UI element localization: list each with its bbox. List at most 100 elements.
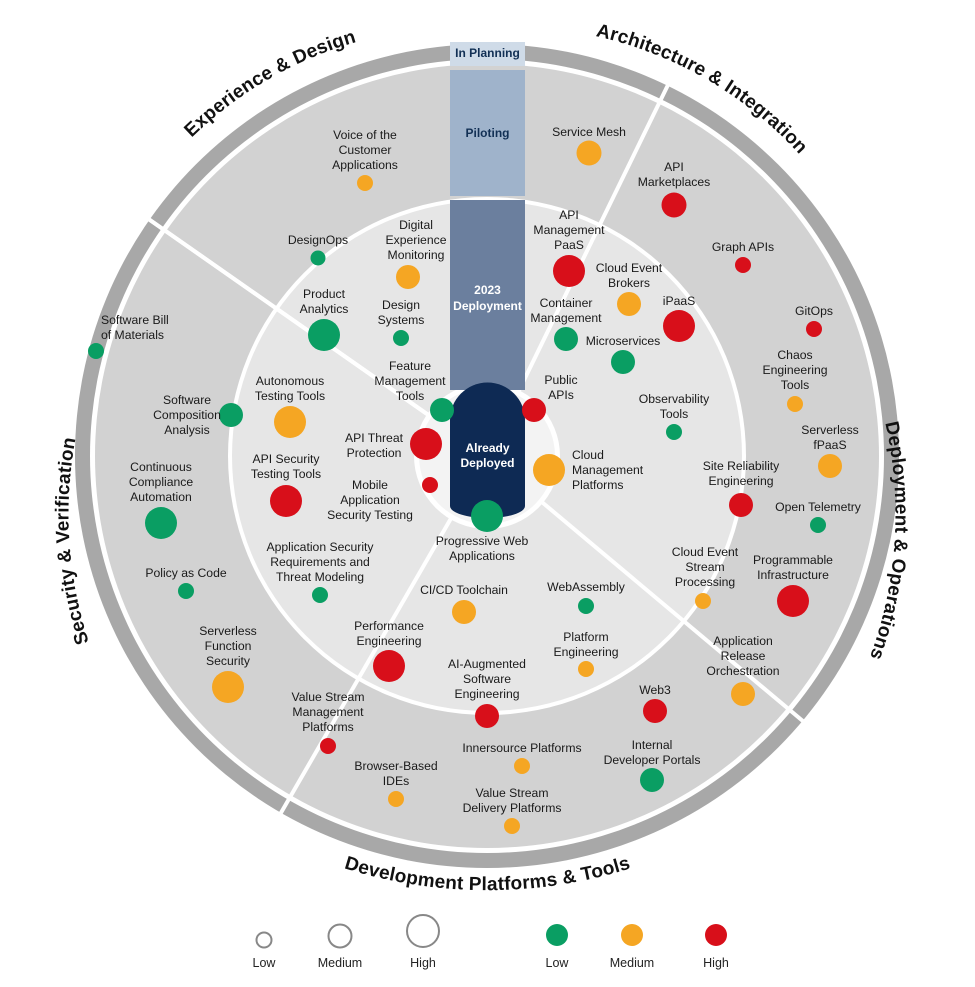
blip-platform-engineering	[578, 661, 594, 677]
blip-innersource-platforms	[514, 758, 530, 774]
label-line: Feature	[389, 359, 431, 373]
legend-mass-low-marker	[255, 931, 273, 949]
legend-mass-high: High	[410, 956, 436, 970]
blip-progressive-web-applications	[471, 500, 503, 532]
label-line: Brokers	[608, 276, 650, 290]
blip-feature-management-tools	[430, 398, 454, 422]
label-line: Microservices	[586, 334, 661, 348]
label-line: Continuous	[130, 460, 192, 474]
segment-divider	[145, 216, 431, 418]
label-line: Release	[721, 649, 766, 663]
label-line: Analysis	[164, 423, 209, 437]
segment-divider	[539, 499, 807, 725]
label-line: WebAssembly	[547, 580, 626, 594]
label-line: Internal	[632, 738, 673, 752]
label-line: Engineering	[708, 474, 773, 488]
label-line: Graph APIs	[712, 240, 774, 254]
label-line: Software Bill	[101, 313, 169, 327]
label-line: Cloud	[572, 448, 604, 462]
center-deployed	[450, 382, 525, 518]
label-line: Security Testing	[327, 508, 413, 522]
blip-digital-experience-monitoring	[396, 265, 420, 289]
ring-label-deployment-line1: 2023	[474, 283, 501, 297]
label-line: Software	[163, 393, 211, 407]
blip-internal-developer-portals	[640, 768, 664, 792]
label-service-mesh: Service Mesh	[552, 125, 626, 139]
label-line: Security	[206, 654, 251, 668]
blip-graph-apis	[735, 257, 751, 273]
label-line: Threat Modeling	[276, 570, 364, 584]
technology-designops: DesignOps	[288, 233, 348, 266]
blip-observability-tools	[666, 424, 682, 440]
label-line: Autonomous	[256, 374, 324, 388]
technology-policy-as-code: Policy as Code	[145, 566, 227, 599]
legend-risk-low: Low	[546, 956, 570, 970]
label-line: Application Security	[266, 540, 374, 554]
label-line: Monitoring	[388, 248, 445, 262]
blip-software-composition-analysis	[219, 403, 243, 427]
label-line: iPaaS	[663, 294, 696, 308]
label-line: Analytics	[300, 302, 349, 316]
label-line: GitOps	[795, 304, 833, 318]
blip-api-marketplaces	[661, 192, 687, 218]
label-line: of Materials	[101, 328, 164, 342]
label-line: Platforms	[302, 720, 353, 734]
label-line: Service Mesh	[552, 125, 626, 139]
ring-label-deployed-line1: Already	[465, 441, 509, 455]
label-line: Protection	[347, 446, 402, 460]
blip-design-systems	[393, 330, 409, 346]
segment-divider	[277, 515, 454, 817]
legend-mass-low: Low	[253, 956, 277, 970]
label-line: Composition	[153, 408, 221, 422]
label-line: Automation	[130, 490, 192, 504]
blip-cloud-event-stream-processing	[695, 593, 711, 609]
blip-autonomous-testing-tools	[274, 406, 306, 438]
label-line: CI/CD Toolchain	[420, 583, 508, 597]
label-line: Container	[540, 296, 593, 310]
label-ipaas: iPaaS	[663, 294, 696, 308]
label-policy-as-code: Policy as Code	[145, 566, 227, 580]
label-line: Processing	[675, 575, 735, 589]
label-line: Design	[382, 298, 420, 312]
blip-cloud-event-brokers	[617, 292, 641, 316]
label-line: Stream	[685, 560, 724, 574]
label-innersource-platforms: Innersource Platforms	[462, 741, 581, 755]
blip-software-bill-of-materials	[88, 343, 104, 359]
label-line: Testing Tools	[255, 389, 325, 403]
technology-ipaas: iPaaS	[663, 294, 696, 342]
label-line: APIs	[548, 388, 574, 402]
label-line: Programmable	[753, 553, 833, 567]
blip-performance-engineering	[373, 650, 405, 682]
legend-risk-high-marker	[705, 924, 727, 946]
blip-public-apis	[522, 398, 546, 422]
label-line: Applications	[332, 158, 398, 172]
blip-ai-augmented-software-engineering	[475, 704, 499, 728]
label-line: Observability	[639, 392, 710, 406]
label-line: Product	[303, 287, 346, 301]
label-line: Management	[374, 374, 446, 388]
label-designops: DesignOps	[288, 233, 348, 247]
